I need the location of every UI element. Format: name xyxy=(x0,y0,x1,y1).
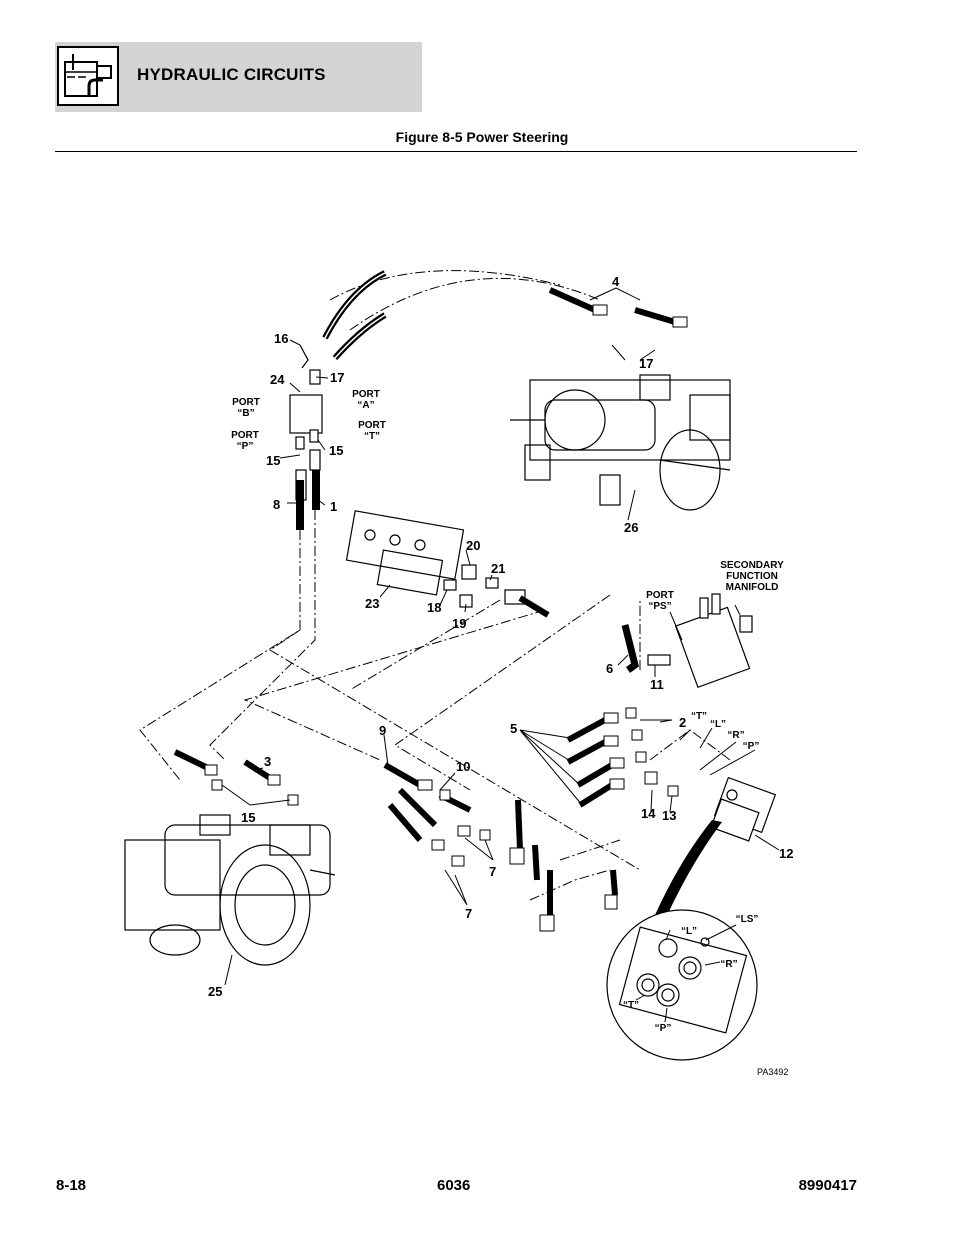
hoses-3 xyxy=(173,749,272,781)
callout-14: 14 xyxy=(641,806,656,821)
callout-17: 17 xyxy=(330,370,344,385)
callout-11: 11 xyxy=(650,677,664,692)
callout-12: 12 xyxy=(779,846,793,861)
r-port-label: “R” xyxy=(727,730,744,741)
callout-4: 4 xyxy=(612,274,620,289)
callout-26: 26 xyxy=(624,520,638,535)
detail-p-label: “P” xyxy=(655,1023,672,1034)
callout-1: 1 xyxy=(330,499,337,514)
callout-6: 6 xyxy=(606,661,613,676)
detail-pointer xyxy=(655,820,722,920)
port-b-label: PORT xyxy=(232,397,260,408)
page-number: 8-18 xyxy=(56,1177,87,1194)
port-p-label: “P” xyxy=(237,441,254,452)
fittings-2 xyxy=(603,707,679,797)
hoses-9-10 xyxy=(383,762,618,915)
detail-l-label: “L” xyxy=(681,926,697,937)
t-port-label: “T” xyxy=(691,711,707,722)
hoses-5 xyxy=(566,717,614,808)
steering-unit-detail xyxy=(606,909,758,1061)
callout-23: 23 xyxy=(365,596,379,611)
secondary-function-manifold xyxy=(647,593,753,689)
port-t-label: PORT xyxy=(358,420,386,431)
callout-5: 5 xyxy=(510,721,517,736)
detail-ls-label: “LS” xyxy=(736,914,759,925)
callout-7: 7 xyxy=(465,906,472,921)
callout-3: 3 xyxy=(264,754,271,769)
manual-part-number: 8990417 xyxy=(798,1177,857,1194)
callout-20: 20 xyxy=(466,538,480,553)
callout-16: 16 xyxy=(274,331,288,346)
port-b-label: “B” xyxy=(237,408,254,419)
callout-10: 10 xyxy=(456,759,470,774)
hose-21 xyxy=(518,595,550,618)
leader-lines xyxy=(221,287,780,1023)
p-port-label: “P” xyxy=(743,741,760,752)
callout-numbers: 4 16 17 17 24 15 15 8 1 26 20 21 23 18 1… xyxy=(208,274,793,999)
port-labels: PORT “B” PORT “A” PORT “P” PORT “T” PORT… xyxy=(231,389,784,1034)
art-id: PA3492 xyxy=(757,1067,788,1077)
secondary-function-manifold-label: MANIFOLD xyxy=(726,582,779,593)
port-ps-label: “PS” xyxy=(648,601,671,612)
callout-24: 24 xyxy=(270,372,285,387)
header-rule xyxy=(55,151,857,152)
model-number: 6036 xyxy=(437,1177,471,1194)
figure-title: Figure 8-5 Power Steering xyxy=(395,129,569,145)
callout-9: 9 xyxy=(379,723,386,738)
rear-axle-25 xyxy=(124,814,336,966)
control-valve-23 xyxy=(345,510,465,596)
port-p-label: PORT xyxy=(231,430,259,441)
hoses-1-and-8 xyxy=(296,470,320,530)
steer-axle-26 xyxy=(510,374,731,511)
detail-r-label: “R” xyxy=(720,959,737,970)
port-a-label: PORT xyxy=(352,389,380,400)
hydraulic-reservoir-icon xyxy=(57,46,119,106)
l-port-label: “L” xyxy=(710,719,726,730)
hose-pair-top-left xyxy=(322,270,387,360)
callout-7: 7 xyxy=(489,864,496,879)
steering-unit-12 xyxy=(710,776,777,842)
routing-lines xyxy=(139,270,731,901)
callout-8: 8 xyxy=(273,497,280,512)
secondary-function-manifold-label: SECONDARY xyxy=(720,560,784,571)
callout-19: 19 xyxy=(452,616,466,631)
callout-18: 18 xyxy=(427,600,441,615)
fittings-18-21 xyxy=(443,564,526,608)
callout-21: 21 xyxy=(491,561,505,576)
callout-2: 2 xyxy=(679,715,686,730)
hose-6 xyxy=(621,624,639,673)
callout-15: 15 xyxy=(329,443,343,458)
detail-t-label: “T” xyxy=(623,1000,639,1011)
section-title: HYDRAULIC CIRCUITS xyxy=(137,65,326,84)
fittings-7 xyxy=(417,779,618,932)
port-ps-label: PORT xyxy=(646,590,674,601)
callout-15: 15 xyxy=(266,453,280,468)
secondary-function-manifold-label: FUNCTION xyxy=(726,571,778,582)
fittings-15-lower xyxy=(204,764,299,806)
callout-15: 15 xyxy=(241,810,255,825)
callout-17: 17 xyxy=(639,356,653,371)
hose-pair-top-right xyxy=(548,287,688,328)
callout-25: 25 xyxy=(208,984,222,999)
port-a-label: “A” xyxy=(357,400,374,411)
port-t-label: “T” xyxy=(364,431,380,442)
callout-13: 13 xyxy=(662,808,676,823)
